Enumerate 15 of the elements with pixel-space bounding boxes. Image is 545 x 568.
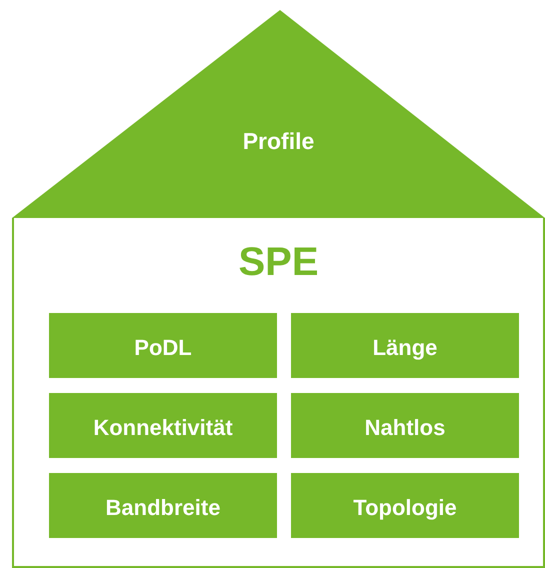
- tile-label: Konnektivität: [92, 415, 234, 441]
- tile-label: Topologie: [352, 495, 458, 521]
- tile-label: PoDL: [133, 335, 193, 361]
- feature-tile: [49, 473, 277, 538]
- panel-title: SPE: [237, 240, 320, 285]
- house-panel: [12, 218, 545, 568]
- roof-label: Profile: [242, 128, 316, 155]
- feature-tile: [49, 393, 277, 458]
- tile-label: Nahtlos: [364, 415, 446, 441]
- feature-tile: [291, 313, 519, 378]
- feature-tile: [291, 473, 519, 538]
- feature-tile: [291, 393, 519, 458]
- tile-label: Länge: [372, 335, 438, 361]
- feature-tile: [49, 313, 277, 378]
- tile-label: Bandbreite: [104, 495, 222, 521]
